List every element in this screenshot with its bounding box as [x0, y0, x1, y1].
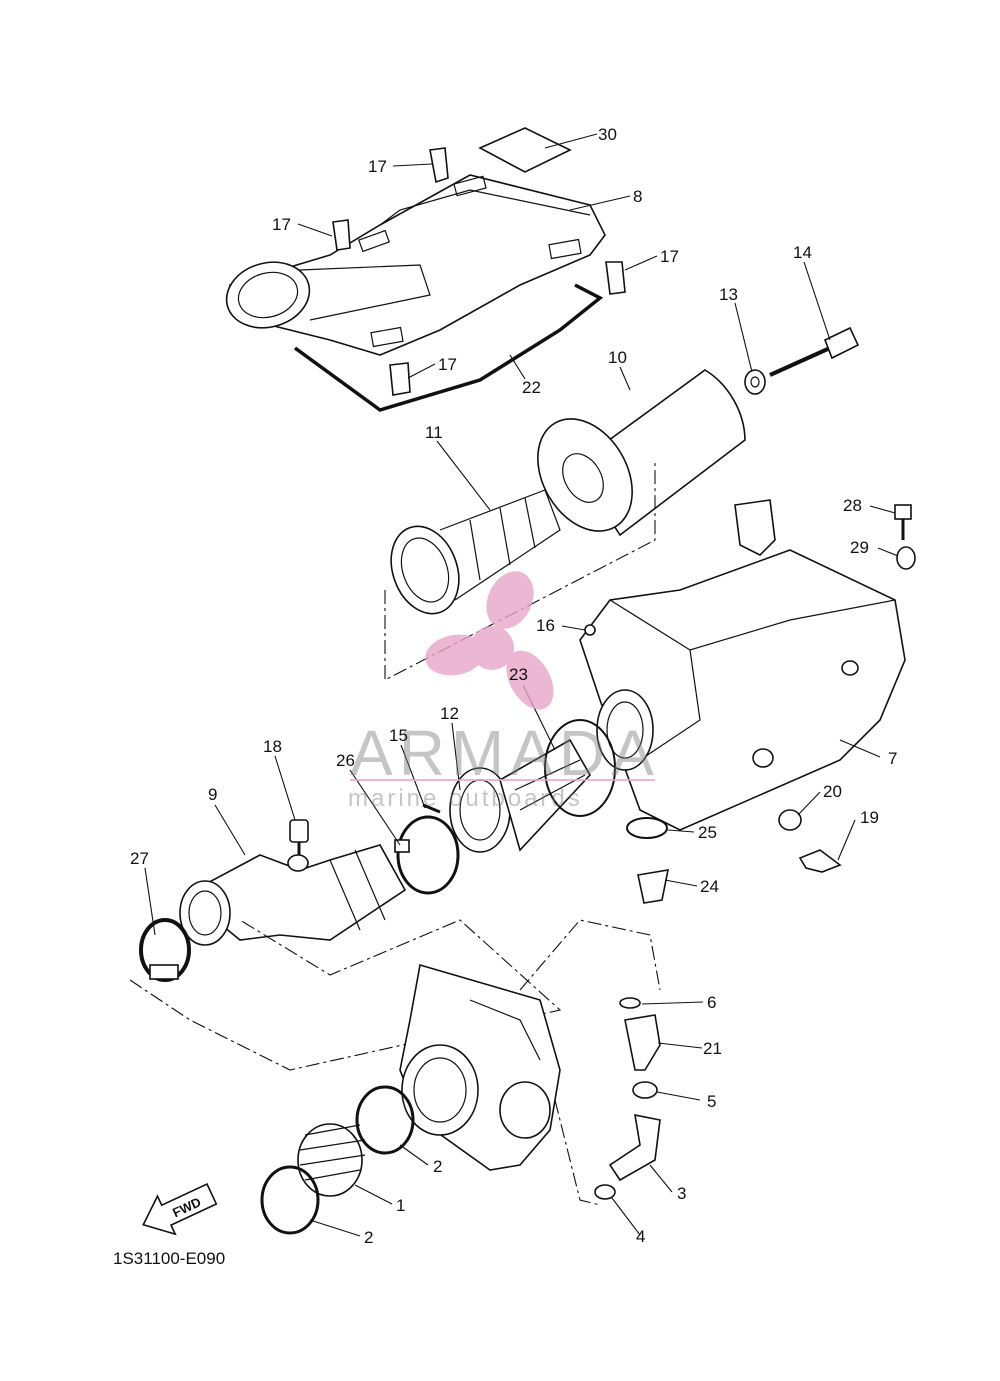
callout-5: 5	[707, 1092, 716, 1111]
callout-24: 24	[700, 877, 719, 896]
callout-1: 1	[396, 1196, 405, 1215]
callout-2: 2	[433, 1157, 442, 1176]
clip-6	[619, 997, 641, 1009]
callout-19: 19	[860, 808, 879, 827]
air-box-case	[579, 499, 906, 831]
callout-6: 6	[707, 993, 716, 1012]
callout-2: 2	[364, 1228, 373, 1247]
hose-21	[624, 1014, 661, 1071]
pipe-3	[608, 1113, 661, 1182]
bolt-28	[894, 504, 912, 540]
callout-26: 26	[336, 751, 355, 770]
callout-12: 12	[440, 704, 459, 723]
sensor-18	[287, 819, 309, 872]
fwd-arrow: FWD	[142, 1182, 218, 1236]
clamp-2-upper	[355, 1085, 415, 1155]
callout-23: 23	[509, 665, 528, 684]
drawing-code: 1S31100-E090	[113, 1249, 225, 1268]
clip-25	[626, 817, 668, 839]
label-plate	[478, 127, 572, 173]
callout-11: 11	[425, 423, 443, 442]
airbox-cover	[225, 174, 606, 356]
callout-17: 17	[438, 355, 457, 374]
callout-25: 25	[698, 823, 717, 842]
clamp-27	[139, 918, 191, 982]
clip-4	[594, 1184, 616, 1200]
callout-17: 17	[272, 215, 291, 234]
clamp-2-lower	[260, 1165, 320, 1235]
armada-watermark: ARMADA marine outboards	[348, 571, 660, 812]
callout-18: 18	[263, 737, 282, 756]
callout-28: 28	[843, 496, 862, 515]
cover-gasket	[293, 283, 604, 412]
callout-numbers: 30 17 8 17 17 17 22 14 13 10 11 28 29 16…	[130, 125, 897, 1247]
callout-14: 14	[793, 243, 812, 262]
callout-4: 4	[636, 1227, 645, 1246]
clip-17-a	[429, 147, 449, 184]
callout-9: 9	[208, 785, 217, 804]
joint-1	[297, 1123, 366, 1197]
callout-22: 22	[522, 378, 541, 397]
callout-29: 29	[850, 538, 869, 557]
watermark-tagline: marine outboards	[348, 785, 583, 812]
callout-20: 20	[823, 782, 842, 801]
washer-13	[744, 369, 766, 395]
callout-17: 17	[660, 247, 679, 266]
clip-17-b	[332, 219, 351, 251]
callout-7: 7	[888, 749, 897, 768]
intake-duct	[179, 844, 407, 946]
air-filter-element	[537, 369, 746, 537]
callout-13: 13	[719, 285, 738, 304]
callout-27: 27	[130, 849, 149, 868]
callout-16: 16	[536, 616, 555, 635]
cap-24	[637, 869, 670, 904]
o-ring-23	[544, 719, 616, 817]
clip-17-d	[389, 362, 411, 396]
filter-cage	[390, 489, 561, 615]
wing-bolt-14	[769, 326, 860, 377]
throttle-body	[399, 963, 561, 1171]
clip-17-c	[605, 261, 626, 295]
callout-30: 30	[598, 125, 617, 144]
callout-15: 15	[389, 726, 408, 745]
callout-21: 21	[703, 1039, 722, 1058]
screw-15	[422, 803, 441, 814]
propeller-logo	[425, 571, 554, 710]
watermark-brand: ARMADA	[350, 717, 660, 789]
grommet-20	[778, 809, 802, 831]
callout-3: 3	[677, 1184, 686, 1203]
clamp-5	[632, 1081, 658, 1099]
air-filter-joint	[449, 738, 591, 853]
clamp-26	[394, 815, 460, 895]
elbow-19	[798, 849, 842, 873]
callout-17: 17	[368, 157, 387, 176]
collar-29	[896, 546, 916, 570]
callout-10: 10	[608, 348, 627, 367]
plug-16	[584, 624, 596, 636]
callout-8: 8	[633, 187, 642, 206]
